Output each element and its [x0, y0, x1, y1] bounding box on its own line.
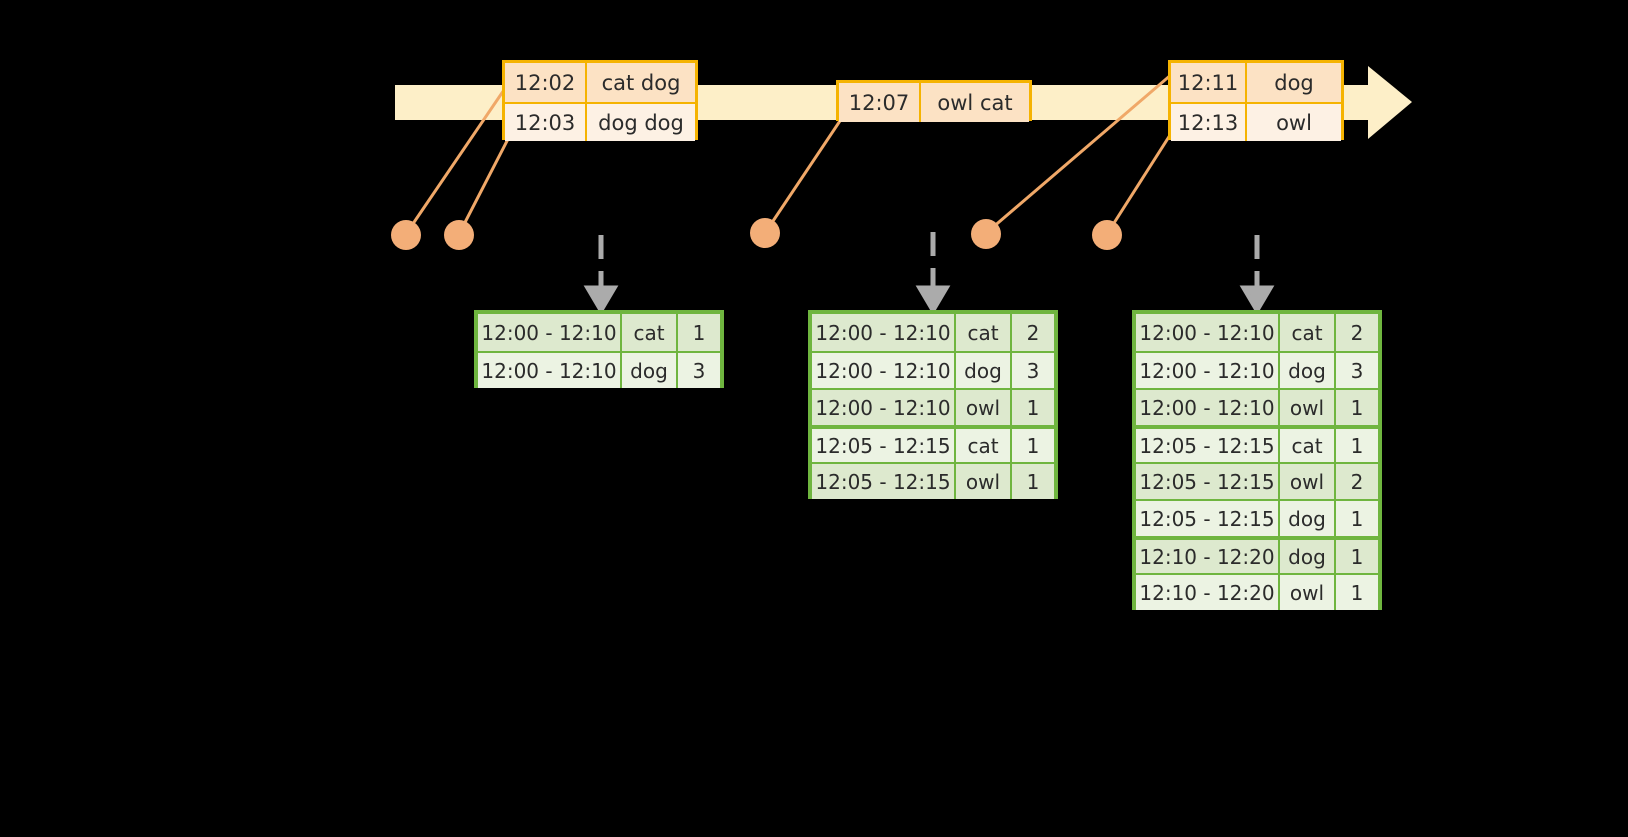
count-cell: 2 — [1350, 320, 1364, 345]
count-cell: 1 — [1026, 469, 1040, 494]
event-time: 12:02 — [505, 63, 587, 102]
count-cell: 1 — [692, 320, 706, 345]
window-cell: 12:05 - 12:15 — [1136, 501, 1280, 536]
count-cell: 3 — [1026, 358, 1040, 383]
event-row: 12:11 dog — [1171, 63, 1341, 102]
window-cell: 12:00 - 12:10 — [478, 353, 622, 388]
key-cell: owl — [1280, 575, 1336, 610]
count-cell: 1 — [1026, 395, 1040, 420]
table-row: 12:05 - 12:15 cat 1 — [812, 425, 1054, 462]
key-cell: dog — [622, 353, 678, 388]
key-cell: cat — [956, 314, 1012, 351]
event-connector-dots — [391, 218, 1122, 250]
result-table-2: 12:00 - 12:10 cat 2 12:00 - 12:10 dog 3 … — [808, 310, 1058, 499]
window-cell: 12:00 - 12:10 — [478, 314, 622, 351]
table-row: 12:00 - 12:10 owl 1 — [1136, 388, 1378, 425]
window-cell: 12:05 - 12:15 — [812, 429, 956, 462]
count-cell: 1 — [1350, 580, 1364, 605]
connector-dot — [971, 219, 1001, 249]
table-row: 12:00 - 12:10 cat 2 — [812, 314, 1054, 351]
emit-arrow-2 — [915, 232, 951, 315]
window-cell: 12:05 - 12:15 — [1136, 429, 1280, 462]
key-cell: cat — [1280, 429, 1336, 462]
event-group-1: 12:02 cat dog 12:03 dog dog — [502, 60, 698, 141]
table-row: 12:05 - 12:15 dog 1 — [1136, 499, 1378, 536]
table-row: 12:00 - 12:10 cat 2 — [1136, 314, 1378, 351]
table-row: 12:05 - 12:15 owl 2 — [1136, 462, 1378, 499]
connector-dot — [444, 220, 474, 250]
window-cell: 12:10 - 12:20 — [1136, 575, 1280, 610]
key-cell: cat — [622, 314, 678, 351]
count-cell: 2 — [1350, 469, 1364, 494]
key-cell: dog — [1280, 540, 1336, 573]
result-table-1: 12:00 - 12:10 cat 1 12:00 - 12:10 dog 3 — [474, 310, 724, 388]
count-cell: 3 — [692, 358, 706, 383]
count-cell: 1 — [1026, 433, 1040, 458]
window-cell: 12:05 - 12:15 — [812, 464, 956, 499]
event-group-3: 12:11 dog 12:13 owl — [1168, 60, 1344, 141]
key-cell: dog — [1280, 353, 1336, 388]
window-cell: 12:05 - 12:15 — [1136, 464, 1280, 499]
event-time: 12:11 — [1171, 63, 1247, 102]
key-cell: dog — [956, 353, 1012, 388]
count-cell: 1 — [1350, 506, 1364, 531]
table-row: 12:00 - 12:10 dog 3 — [812, 351, 1054, 388]
event-time: 12:13 — [1171, 104, 1247, 141]
key-cell: owl — [1280, 464, 1336, 499]
event-time: 12:07 — [839, 83, 921, 122]
window-cell: 12:00 - 12:10 — [812, 314, 956, 351]
count-cell: 1 — [1350, 544, 1364, 569]
window-cell: 12:10 - 12:20 — [1136, 540, 1280, 573]
table-row: 12:00 - 12:10 cat 1 — [478, 314, 720, 351]
table-row: 12:10 - 12:20 owl 1 — [1136, 573, 1378, 610]
connector-dot — [1092, 220, 1122, 250]
key-cell: cat — [956, 429, 1012, 462]
event-time: 12:03 — [505, 104, 587, 141]
table-row: 12:05 - 12:15 cat 1 — [1136, 425, 1378, 462]
window-cell: 12:00 - 12:10 — [1136, 353, 1280, 388]
window-cell: 12:00 - 12:10 — [812, 353, 956, 388]
event-words: dog dog — [598, 110, 684, 135]
connector-dot — [750, 218, 780, 248]
event-row: 12:13 owl — [1171, 102, 1341, 141]
emit-arrow-3 — [1239, 235, 1275, 315]
key-cell: owl — [1280, 390, 1336, 425]
table-row: 12:00 - 12:10 dog 3 — [478, 351, 720, 388]
key-cell: cat — [1280, 314, 1336, 351]
event-group-2: 12:07 owl cat — [836, 80, 1032, 122]
event-words: dog — [1274, 70, 1314, 95]
emit-arrow-1 — [583, 235, 619, 315]
window-cell: 12:00 - 12:10 — [1136, 390, 1280, 425]
table-row: 12:05 - 12:15 owl 1 — [812, 462, 1054, 499]
table-row: 12:00 - 12:10 dog 3 — [1136, 351, 1378, 388]
event-words: owl cat — [937, 90, 1013, 115]
window-cell: 12:00 - 12:10 — [812, 390, 956, 425]
emit-arrows — [583, 232, 1275, 315]
key-cell: owl — [956, 390, 1012, 425]
event-words: owl — [1276, 110, 1312, 135]
table-row: 12:10 - 12:20 dog 1 — [1136, 536, 1378, 573]
count-cell: 1 — [1350, 433, 1364, 458]
result-table-3: 12:00 - 12:10 cat 2 12:00 - 12:10 dog 3 … — [1132, 310, 1382, 610]
key-cell: dog — [1280, 501, 1336, 536]
table-row: 12:00 - 12:10 owl 1 — [812, 388, 1054, 425]
event-row: 12:03 dog dog — [505, 102, 695, 141]
window-cell: 12:00 - 12:10 — [1136, 314, 1280, 351]
event-words: cat dog — [601, 70, 681, 95]
event-row: 12:07 owl cat — [839, 83, 1029, 122]
count-cell: 3 — [1350, 358, 1364, 383]
connector-dot — [391, 220, 421, 250]
event-row: 12:02 cat dog — [505, 63, 695, 102]
key-cell: owl — [956, 464, 1012, 499]
count-cell: 2 — [1026, 320, 1040, 345]
count-cell: 1 — [1350, 395, 1364, 420]
